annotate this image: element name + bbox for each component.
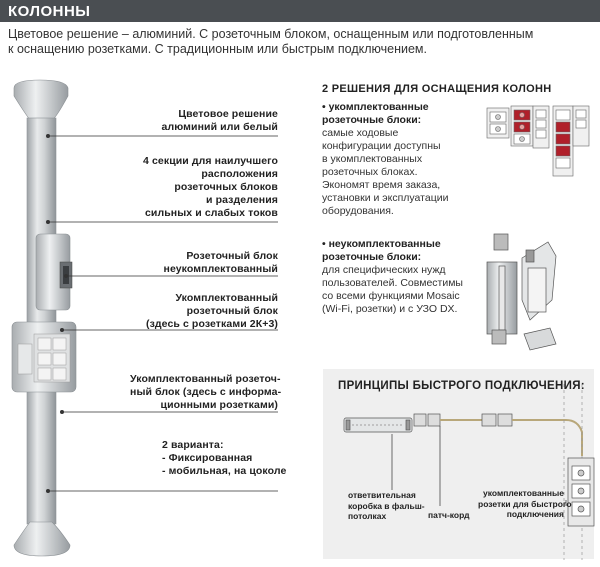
junction-line: коробка в фальш- [348, 500, 425, 511]
solution-complete-head: • укомплектованные [322, 101, 429, 113]
top-cap [13, 79, 69, 121]
callout-info-line: Укомплектованный розеточ- [130, 373, 281, 385]
junction-line: потолках [348, 511, 387, 521]
callout-sections-line: розеточных блоков [174, 181, 278, 193]
incomplete-block-parts [486, 233, 557, 351]
callout-variants-line: - Фиксированная [162, 452, 253, 464]
callout-color-line: Цветовое решение [178, 108, 278, 120]
solution-complete-text: установки и эксплуатации [322, 192, 449, 204]
pole-shaft [26, 117, 57, 525]
callout-empty-line: неукомплектованный [163, 263, 278, 275]
callout-sections-line: расположения [201, 168, 278, 180]
solution-complete-text: в укомплектованных [322, 153, 423, 165]
callout-sections-line: 4 секции для наилучшего [143, 155, 278, 167]
solution-incomplete-head: • неукомплектованные [322, 238, 441, 250]
callout-sections-line: и разделения [206, 194, 278, 206]
intro-line-1: Цветовое решение – алюминий. С розеточны… [8, 27, 534, 41]
solution-complete-text: розеточных блоках. [322, 166, 418, 178]
callout-variants-line: - мобильная, на цоколе [162, 465, 287, 477]
callout-variants: 2 варианта: - Фиксированная - мобильная,… [162, 439, 287, 478]
label-patch-cord: патч-корд [428, 510, 470, 521]
solution-complete-text: самые ходовые [322, 127, 399, 139]
solution-incomplete-text: со всеми функциями Mosaic [322, 290, 460, 302]
callout-empty-block: Розеточный блок неукомплектованный [150, 250, 278, 276]
callout-complete-line: розеточный блок [186, 305, 278, 317]
callout-color-line: алюминий или белый [161, 121, 278, 133]
solution-incomplete-head: розеточные блоки: [322, 251, 422, 263]
quick-connection-diagram [343, 384, 595, 560]
solution-complete-head: розеточные блоки: [322, 114, 422, 126]
callout-sections-line: сильных и слабых токов [144, 207, 278, 219]
callout-color: Цветовое решение алюминий или белый [150, 108, 278, 134]
solution-incomplete-text: (Wi-Fi, розетки) и с УЗО DX. [322, 303, 458, 315]
header-bar [0, 0, 600, 22]
solution-incomplete-text: для специфических нужд [322, 264, 446, 276]
callout-sections: 4 секции для наилучшего расположения роз… [130, 155, 278, 220]
complete-block-thumbnails [486, 105, 590, 177]
callout-complete-line: Укомплектованный [175, 292, 278, 304]
solutions-title: 2 РЕШЕНИЯ ДЛЯ ОСНАЩЕНИЯ КОЛОНН [322, 83, 552, 95]
solution-complete-text: конфигурации доступны [322, 140, 441, 152]
sockets-line: укомплектованные [483, 488, 564, 498]
callout-complete-block: Укомплектованный розеточный блок (здесь … [130, 292, 278, 331]
solution-complete: • укомплектованные розеточные блоки: сам… [322, 101, 487, 218]
callout-info-line: ный блок (здесь с информа- [130, 386, 282, 398]
page-title: КОЛОННЫ [8, 3, 91, 20]
sockets-line: розетки для быстрого [478, 498, 572, 509]
solution-incomplete-text: пользователей. Совместимы [322, 277, 463, 289]
sockets-line: подключения [506, 509, 564, 519]
intro-text: Цветовое решение – алюминий. С розеточны… [8, 27, 593, 57]
label-junction-box: ответвительная коробка в фальш- потолках [348, 490, 425, 522]
callout-info-line: ционными розетками) [160, 399, 278, 411]
solution-complete-text: Экономят время заказа, [322, 179, 441, 191]
bottom-base [13, 521, 71, 557]
callout-variants-line: 2 варианта: [162, 439, 224, 451]
solution-incomplete: • неукомплектованные розеточные блоки: д… [322, 238, 487, 316]
label-quick-sockets: укомплектованные розетки для быстрого по… [478, 488, 572, 520]
junction-line: ответвительная [348, 490, 416, 500]
callout-info-block: Укомплектованный розеточ- ный блок (здес… [130, 373, 282, 412]
callout-empty-line: Розеточный блок [186, 250, 278, 262]
intro-line-2: к оснащению розетками. С традиционным ил… [8, 42, 427, 56]
quick-panel-bg [323, 369, 594, 559]
solution-complete-text: оборудования. [322, 205, 394, 217]
quick-title: ПРИНЦИПЫ БЫСТРОГО ПОДКЛЮЧЕНИЯ: [338, 380, 585, 392]
callout-complete-line: (здесь с розетками 2К+3) [145, 318, 278, 330]
patch-line: патч-корд [428, 510, 470, 520]
